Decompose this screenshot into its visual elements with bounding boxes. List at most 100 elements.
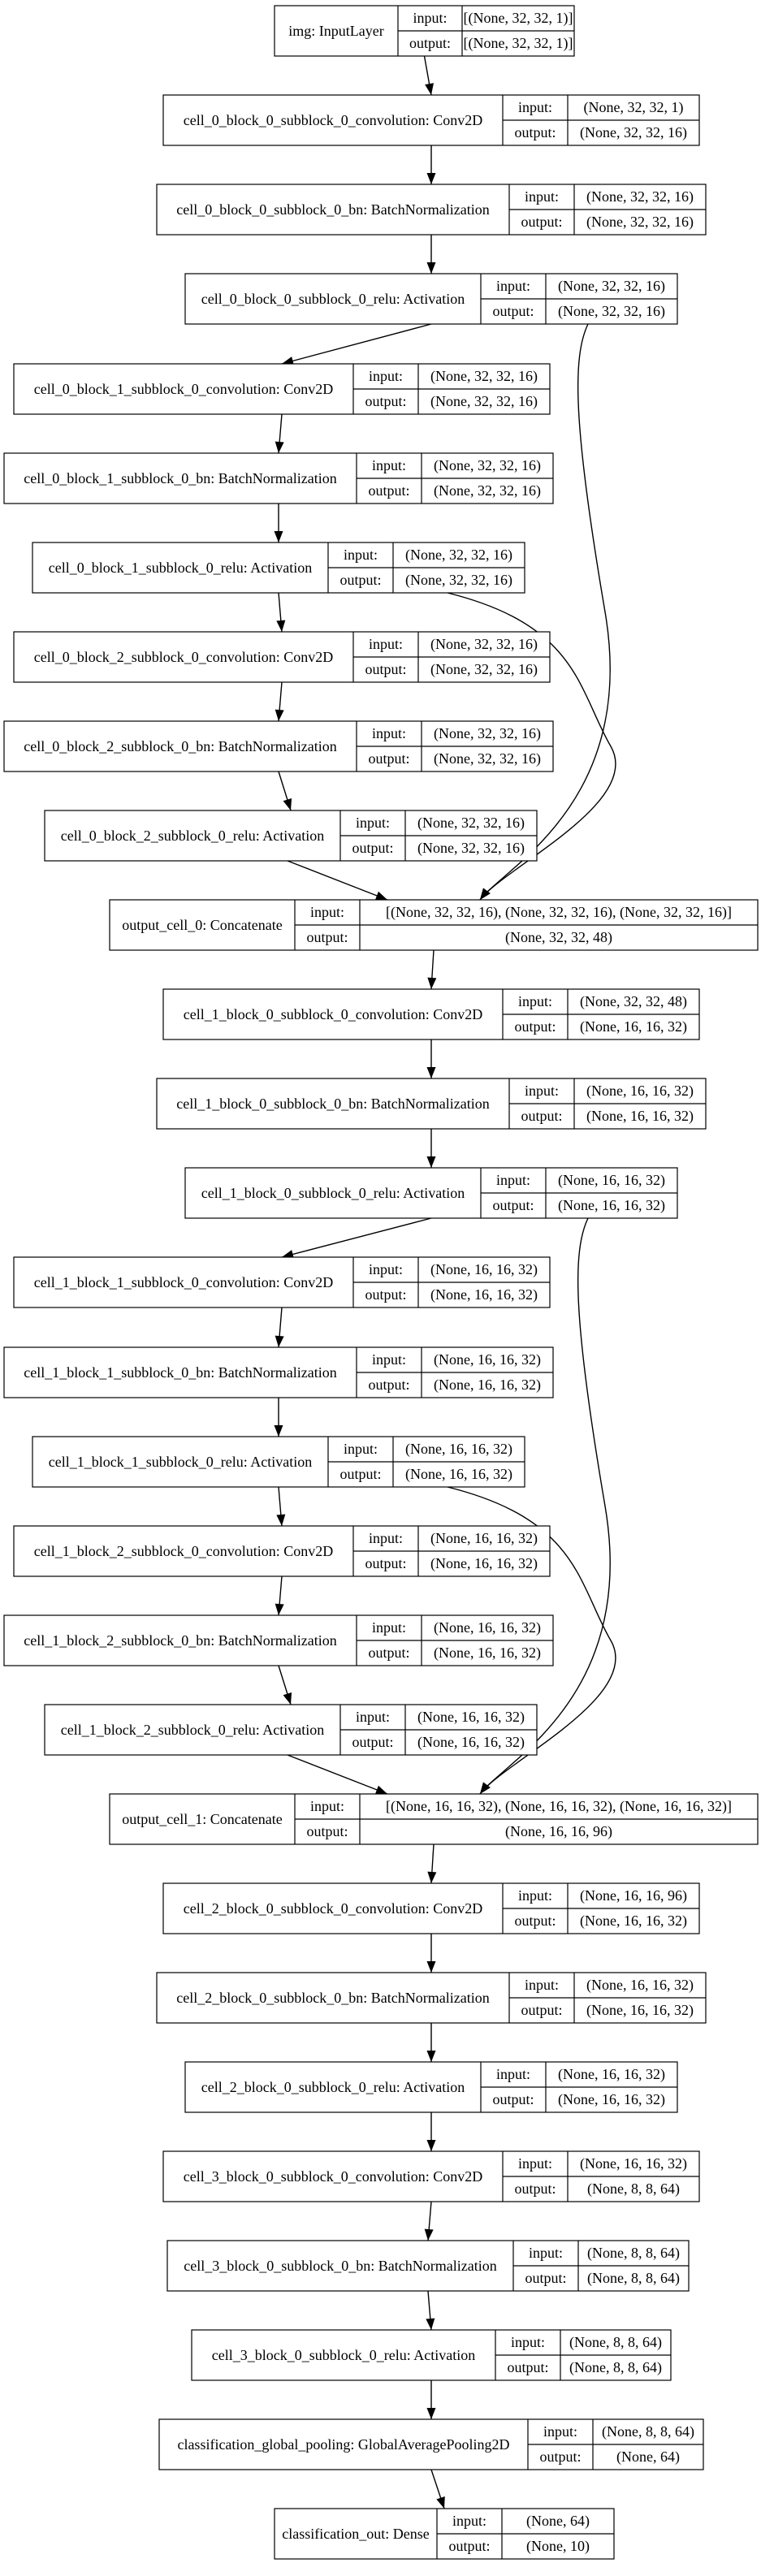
- edge-arrowhead: [275, 1335, 284, 1347]
- output-shape: (None, 32, 32, 16): [430, 661, 538, 678]
- input-port-label: input:: [369, 368, 403, 384]
- output-shape: (None, 16, 16, 32): [586, 1108, 694, 1125]
- output-port-label: output:: [521, 1108, 562, 1124]
- layer-name: cell_1_block_2_subblock_0_bn: BatchNorma…: [24, 1632, 336, 1649]
- layer-name: cell_1_block_0_subblock_0_convolution: C…: [184, 1006, 482, 1022]
- input-shape: (None, 32, 32, 16): [405, 547, 512, 564]
- layer-name: cell_3_block_0_subblock_0_convolution: C…: [184, 2168, 482, 2185]
- output-port-label: output:: [492, 1197, 534, 1213]
- input-port-label: input:: [496, 278, 530, 294]
- input-shape: (None, 8, 8, 64): [602, 2423, 694, 2440]
- output-shape: (None, 16, 16, 32): [586, 2002, 694, 2019]
- output-shape: (None, 16, 16, 32): [417, 1734, 525, 1751]
- layer-node: cell_1_block_2_subblock_0_relu: Activati…: [44, 1704, 538, 1756]
- input-port-label: input:: [518, 993, 552, 1009]
- input-shape: (None, 16, 16, 32): [586, 1083, 694, 1100]
- layer-node: cell_2_block_0_subblock_0_bn: BatchNorma…: [156, 1972, 707, 2024]
- layer-node: cell_1_block_2_subblock_0_bn: BatchNorma…: [3, 1614, 554, 1666]
- layer-node: cell_1_block_0_subblock_0_relu: Activati…: [184, 1167, 678, 1219]
- input-port-label: input:: [369, 1530, 403, 1546]
- layer-name: cell_0_block_2_subblock_0_relu: Activati…: [61, 828, 324, 844]
- input-shape: (None, 32, 32, 16): [430, 368, 538, 385]
- layer-node: cell_0_block_0_subblock_0_bn: BatchNorma…: [156, 184, 707, 236]
- input-port-label: input:: [496, 1172, 530, 1188]
- edge-arrowhead: [480, 888, 491, 900]
- edge-arrowhead: [426, 2140, 436, 2151]
- layer-node: cell_0_block_1_subblock_0_convolution: C…: [13, 363, 551, 415]
- output-port-label: output:: [306, 1823, 348, 1839]
- output-port-label: output:: [514, 2181, 556, 2197]
- layer-name: cell_0_block_1_subblock_0_bn: BatchNorma…: [24, 470, 336, 486]
- layer-node: cell_0_block_2_subblock_0_relu: Activati…: [44, 810, 538, 862]
- input-shape: (None, 16, 16, 32): [434, 1619, 541, 1636]
- input-shape: (None, 32, 32, 16): [430, 636, 538, 653]
- input-shape: (None, 32, 32, 16): [586, 188, 694, 205]
- input-shape: (None, 16, 16, 32): [558, 1172, 665, 1189]
- output-port-label: output:: [539, 2448, 581, 2465]
- layer-name: cell_3_block_0_subblock_0_bn: BatchNorma…: [184, 2258, 496, 2274]
- output-port-label: output:: [507, 2359, 548, 2375]
- edge-arrowhead: [283, 797, 292, 810]
- layer-node: classification_global_pooling: GlobalAve…: [158, 2418, 704, 2470]
- layer-node: cell_1_block_1_subblock_0_bn: BatchNorma…: [3, 1346, 554, 1398]
- layer-node: cell_3_block_0_subblock_0_relu: Activati…: [191, 2329, 672, 2381]
- output-port-label: output:: [514, 124, 556, 140]
- input-shape: [(None, 32, 32, 1)]: [464, 10, 573, 27]
- output-port-label: output:: [306, 929, 348, 945]
- output-shape: (None, 32, 32, 16): [430, 393, 538, 410]
- output-shape: (None, 16, 16, 32): [405, 1466, 512, 1483]
- layer-name: cell_0_block_2_subblock_0_convolution: C…: [34, 649, 333, 665]
- layer-name: cell_2_block_0_subblock_0_bn: BatchNorma…: [176, 1990, 489, 2006]
- layer-node: cell_1_block_1_subblock_0_convolution: C…: [13, 1256, 551, 1308]
- layer-name: cell_0_block_1_subblock_0_convolution: C…: [34, 381, 333, 397]
- layer-node: cell_1_block_2_subblock_0_convolution: C…: [13, 1525, 551, 1577]
- output-shape: (None, 16, 16, 32): [580, 1913, 687, 1930]
- layer-node: classification_out: Denseinput:output:(N…: [274, 2508, 615, 2560]
- layer-name: cell_0_block_0_subblock_0_relu: Activati…: [201, 291, 465, 307]
- layer-node: cell_3_block_0_subblock_0_bn: BatchNorma…: [166, 2240, 690, 2292]
- input-port-label: input:: [369, 636, 403, 652]
- output-shape: (None, 32, 32, 16): [580, 124, 687, 141]
- input-port-label: input:: [525, 1977, 559, 1993]
- input-port-label: input:: [529, 2245, 563, 2261]
- output-shape: (None, 32, 32, 16): [405, 572, 512, 589]
- input-port-label: input:: [452, 2513, 486, 2529]
- edge-arrowhead: [276, 1514, 286, 1526]
- output-shape: (None, 16, 16, 32): [430, 1286, 538, 1303]
- output-port-label: output:: [368, 482, 409, 499]
- layer-node: cell_3_block_0_subblock_0_convolution: C…: [162, 2150, 700, 2202]
- output-port-label: output:: [339, 572, 381, 588]
- input-port-label: input:: [518, 99, 552, 115]
- output-port-label: output:: [448, 2538, 490, 2554]
- input-port-label: input:: [369, 1261, 403, 1277]
- output-shape: (None, 64): [616, 2448, 680, 2466]
- layer-name: cell_1_block_0_subblock_0_relu: Activati…: [201, 1185, 465, 1201]
- layer-name: img: InputLayer: [288, 23, 383, 39]
- output-port-label: output:: [368, 1645, 409, 1661]
- edge-arrowhead: [275, 709, 284, 721]
- input-port-label: input:: [356, 815, 390, 831]
- edge-arrowhead: [426, 1156, 436, 1168]
- layer-node: output_cell_1: Concatenateinput:output:[…: [109, 1793, 759, 1845]
- input-shape: (None, 16, 16, 32): [580, 2155, 687, 2172]
- input-port-label: input:: [511, 2334, 545, 2350]
- input-shape: [(None, 32, 32, 16), (None, 32, 32, 16),…: [386, 904, 732, 921]
- output-port-label: output:: [352, 840, 393, 856]
- layer-name: cell_1_block_0_subblock_0_bn: BatchNorma…: [176, 1096, 489, 1112]
- input-shape: (None, 16, 16, 32): [586, 1977, 694, 1994]
- edge-connector: [281, 323, 432, 365]
- input-shape: (None, 64): [526, 2513, 590, 2530]
- edge-arrowhead: [426, 262, 436, 274]
- input-port-label: input:: [344, 547, 378, 563]
- layer-node: cell_0_block_1_subblock_0_relu: Activati…: [32, 542, 525, 594]
- layer-name: cell_0_block_0_subblock_0_convolution: C…: [184, 112, 482, 128]
- edge-arrowhead: [283, 1692, 292, 1705]
- output-shape: (None, 16, 16, 32): [434, 1645, 541, 1662]
- edge-arrowhead: [480, 1782, 491, 1794]
- input-shape: (None, 16, 16, 32): [434, 1351, 541, 1368]
- edge-arrowhead: [426, 173, 436, 184]
- output-port-label: output:: [339, 1466, 381, 1482]
- output-port-label: output:: [365, 661, 406, 677]
- edge-arrowhead: [274, 531, 283, 542]
